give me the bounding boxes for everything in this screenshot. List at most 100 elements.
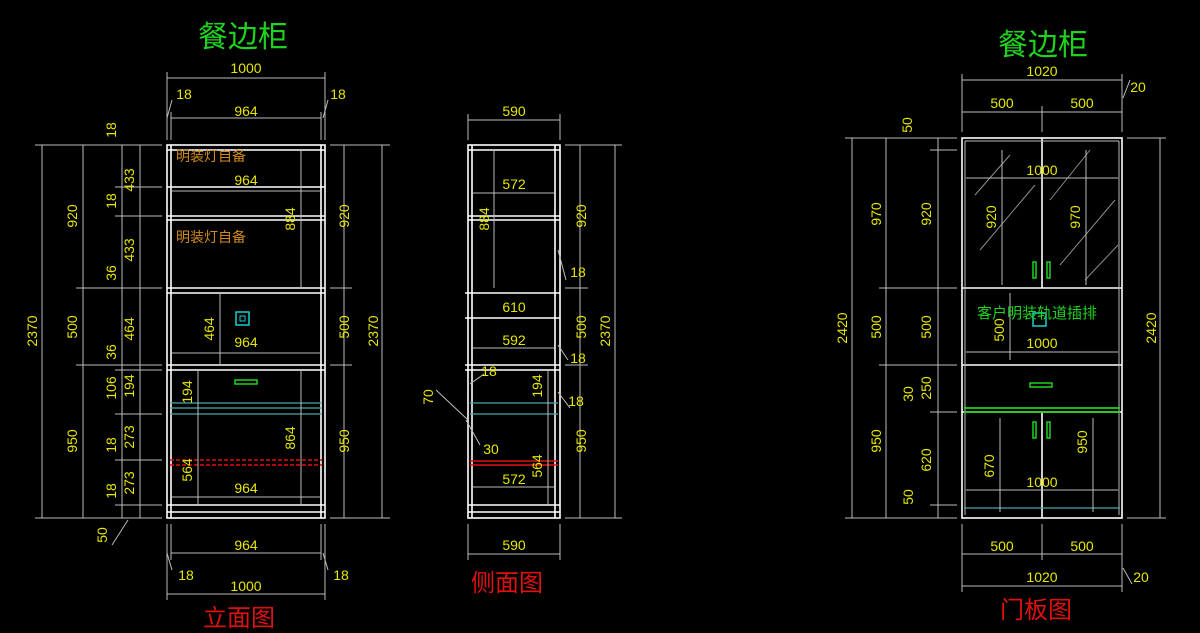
door-inner-670: 670 xyxy=(981,454,997,478)
front-chain-106: 106 xyxy=(103,376,119,400)
door-inner-920: 920 xyxy=(983,205,999,229)
front-chain-36-a: 36 xyxy=(103,265,119,281)
front-right-thickness-bottom: 18 xyxy=(333,567,349,583)
door-left-inner-920: 920 xyxy=(918,202,934,226)
front-inner-height-464: 464 xyxy=(201,317,217,341)
side-right-18-b: 18 xyxy=(570,350,586,366)
door-half-right-bottom: 500 xyxy=(1070,538,1094,554)
door-half-left-top: 500 xyxy=(990,95,1014,111)
door-total-height: 2420 xyxy=(834,312,850,343)
door-right-total: 2420 xyxy=(1143,312,1159,343)
front-left-outer-920: 920 xyxy=(64,204,80,228)
side-cabinet-outline xyxy=(467,144,561,519)
side-view: 590 590 572 610 592 572 884 194 564 920 … xyxy=(420,103,622,560)
door-left-inner-620: 620 xyxy=(918,448,934,472)
door-left-outer-950: 950 xyxy=(868,429,884,453)
front-chain-36-b: 36 xyxy=(103,344,119,360)
door-drawer-handle-icon xyxy=(1029,382,1053,388)
front-left-thickness-bottom: 18 xyxy=(178,567,194,583)
side-inner-884: 884 xyxy=(476,207,492,231)
door-main-title: 餐边柜 xyxy=(998,28,1088,63)
front-chain-464: 464 xyxy=(121,317,137,341)
front-inner-height-194: 194 xyxy=(179,380,195,404)
door-overall-width-bottom: 1020 xyxy=(1026,569,1057,585)
front-right-outer-950: 950 xyxy=(336,429,352,453)
lower-door-handle-right-icon xyxy=(1046,421,1051,439)
side-right-18-a: 18 xyxy=(570,264,586,280)
side-shelf-610: 610 xyxy=(502,299,526,315)
door-half-left-bottom: 500 xyxy=(990,538,1014,554)
door-inner-1000-a: 1000 xyxy=(1026,162,1057,178)
side-shelf-592: 592 xyxy=(502,332,526,348)
front-total-height: 2370 xyxy=(24,315,40,346)
side-depth-top: 590 xyxy=(502,103,526,119)
side-callout-30: 30 xyxy=(483,441,499,457)
front-right-outer-920: 920 xyxy=(336,204,352,228)
door-inner-1000-b: 1000 xyxy=(1026,335,1057,351)
door-overall-width-top: 1020 xyxy=(1026,63,1057,79)
front-inner-width-top: 964 xyxy=(234,103,258,119)
front-chain-18-d: 18 xyxy=(103,483,119,499)
front-inner-width-1: 964 xyxy=(234,172,258,188)
door-view-label: 门板图 xyxy=(1000,596,1072,624)
side-shelf-572-a: 572 xyxy=(502,176,526,192)
side-right-920: 920 xyxy=(573,204,589,228)
side-view-label: 侧面图 xyxy=(471,569,543,597)
door-offset-bottom: 20 xyxy=(1133,569,1149,585)
door-inner-500: 500 xyxy=(991,318,1007,342)
lower-door-handle-left-icon xyxy=(1032,421,1037,439)
front-inner-height-884: 884 xyxy=(282,207,298,231)
door-inner-950: 950 xyxy=(1074,430,1090,454)
front-left-outer-500: 500 xyxy=(64,315,80,339)
side-callout-70: 70 xyxy=(420,389,436,405)
front-chain-273-a: 273 xyxy=(121,425,137,449)
side-total-height: 2370 xyxy=(597,315,613,346)
front-inner-height-864: 864 xyxy=(282,426,298,450)
front-overall-width-top: 1000 xyxy=(230,60,261,76)
door-left-inner-500: 500 xyxy=(918,315,934,339)
front-inner-width-bottom: 964 xyxy=(234,537,258,553)
side-shelf-572-b: 572 xyxy=(502,471,526,487)
door-rail-note: 客户明装轨道插排 xyxy=(977,304,1097,322)
side-callout-18: 18 xyxy=(481,363,497,379)
front-chain-194: 194 xyxy=(121,374,137,398)
door-inner-1000-c: 1000 xyxy=(1026,474,1057,490)
door-half-right-top: 500 xyxy=(1070,95,1094,111)
side-right-500: 500 xyxy=(573,315,589,339)
drawer-handle-icon xyxy=(234,379,258,385)
door-socket-icon xyxy=(1032,312,1047,327)
front-main-title: 餐边柜 xyxy=(198,20,288,55)
side-depth-bottom: 590 xyxy=(502,537,526,553)
front-chain-18-a: 18 xyxy=(103,122,119,138)
front-chain-273-b: 273 xyxy=(121,471,137,495)
door-left-inner-30: 30 xyxy=(900,386,916,402)
door-panel-view: 1020 500 500 20 500 500 1020 20 2420 970… xyxy=(834,63,1166,592)
front-light-note-1: 明装灯自备 xyxy=(176,148,246,165)
front-inner-height-564: 564 xyxy=(179,458,195,482)
door-left-inner-250: 250 xyxy=(918,376,934,400)
front-elevation: 1000 18 18 964 964 1000 18 18 明装灯自备 明装灯自… xyxy=(24,60,390,600)
side-right-950: 950 xyxy=(573,429,589,453)
door-offset-top: 20 xyxy=(1130,79,1146,95)
front-overall-width-bottom: 1000 xyxy=(230,578,261,594)
front-chain-18-c: 18 xyxy=(103,437,119,453)
front-left-thickness-top: 18 xyxy=(176,86,192,102)
door-left-inner-50-b: 50 xyxy=(900,489,916,505)
front-chain-18-b: 18 xyxy=(103,193,119,209)
side-inner-194: 194 xyxy=(529,374,545,398)
front-inner-width-3: 964 xyxy=(234,480,258,496)
front-chain-433-a: 433 xyxy=(121,168,137,192)
door-left-outer-500: 500 xyxy=(868,315,884,339)
glass-door-handle-left-icon xyxy=(1032,261,1037,279)
front-right-thickness-top: 18 xyxy=(330,86,346,102)
door-left-inner-50-a: 50 xyxy=(899,117,915,133)
glass-door-handle-right-icon xyxy=(1046,261,1051,279)
door-inner-970: 970 xyxy=(1067,205,1083,229)
front-chain-50: 50 xyxy=(94,527,110,543)
front-chain-433-b: 433 xyxy=(121,238,137,262)
front-left-outer-950: 950 xyxy=(64,429,80,453)
front-view-label: 立面图 xyxy=(203,604,275,632)
front-right-outer-500: 500 xyxy=(336,315,352,339)
front-light-note-2: 明装灯自备 xyxy=(176,229,246,246)
